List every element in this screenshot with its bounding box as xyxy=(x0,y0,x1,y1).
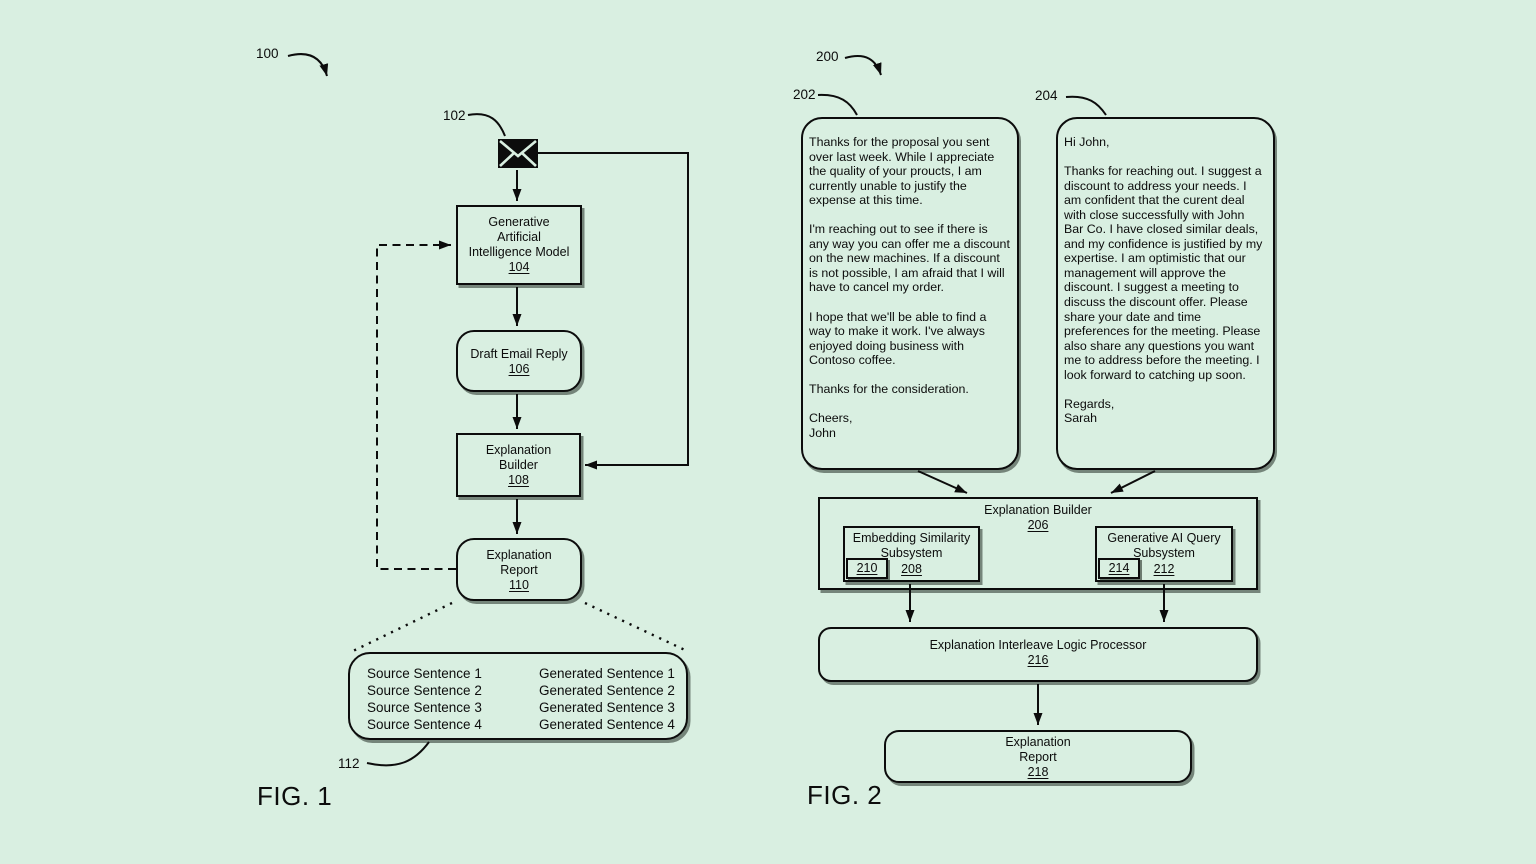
draft-email-reply-box: Draft Email Reply 106 xyxy=(456,330,582,392)
explanation-builder-ref-fig1: 108 xyxy=(508,473,529,487)
fig1-ref-leader-arrow xyxy=(287,53,329,77)
embedding-similarity-ref: 208 xyxy=(901,562,922,576)
fig2-ref-label: 200 xyxy=(816,49,839,64)
envelope-ref-leader xyxy=(467,113,506,137)
fig1-ref-label: 100 xyxy=(256,46,279,61)
source-sentence-line: Source Sentence 4 xyxy=(367,717,482,732)
explanation-builder-box-fig1: Explanation Builder 108 xyxy=(456,433,581,497)
dotted-callout-left xyxy=(352,601,453,653)
arrow-email-right-to-builder xyxy=(1110,470,1156,494)
generative-ai-model-title: Generative Artificial Intelligence Model xyxy=(468,215,570,259)
sentence-pairs-ref-label: 112 xyxy=(338,756,360,771)
email-right-ref-leader xyxy=(1065,95,1107,116)
generative-ai-model-ref: 104 xyxy=(508,260,530,274)
interleave-logic-processor-title: Explanation Interleave Logic Processor xyxy=(929,638,1147,652)
fig2-caption: FIG. 2 xyxy=(807,780,883,810)
source-sentence-line: Source Sentence 1 xyxy=(367,666,482,681)
explanation-report-title-fig1: Explanation Report xyxy=(486,548,552,577)
draft-email-reply-ref: 106 xyxy=(508,362,530,376)
dashed-arrow-report-to-model xyxy=(376,240,456,570)
dotted-callout-right xyxy=(584,601,688,653)
email-left-body: Thanks for the proposal you sent over la… xyxy=(801,117,1019,470)
draft-email-reply-title: Draft Email Reply xyxy=(470,347,568,361)
explanation-builder-title-fig2: Explanation Builder xyxy=(984,503,1092,517)
envelope-icon xyxy=(498,139,538,168)
sentence-box-ref-leader xyxy=(366,741,430,767)
fig2-ref-leader-arrow xyxy=(844,55,882,76)
genai-inner-ref: 214 xyxy=(1108,561,1130,575)
explanation-report-ref-fig1: 110 xyxy=(509,578,529,592)
arrow-envelope-to-builder-loop xyxy=(538,152,689,470)
generated-sentence-line: Generated Sentence 1 xyxy=(539,666,675,681)
embedding-similarity-title: Embedding Similarity Subsystem xyxy=(852,531,971,560)
email-left-ref-leader xyxy=(817,93,858,116)
sentence-pairs-box: Source Sentence 1 Source Sentence 2 Sour… xyxy=(348,652,688,740)
embedding-inner-ref: 210 xyxy=(856,561,878,575)
explanation-report-box-fig1: Explanation Report 110 xyxy=(456,538,582,601)
arrow-email-left-to-builder xyxy=(917,470,968,494)
generative-ai-query-ref: 212 xyxy=(1153,562,1175,576)
generated-sentences-column: Generated Sentence 1 Generated Sentence … xyxy=(539,665,675,733)
explanation-builder-ref-fig2: 206 xyxy=(1027,518,1049,532)
interleave-logic-processor-ref: 216 xyxy=(1027,653,1049,667)
interleave-logic-processor-box: Explanation Interleave Logic Processor 2… xyxy=(818,627,1258,682)
source-sentences-column: Source Sentence 1 Source Sentence 2 Sour… xyxy=(367,665,482,733)
generated-sentence-line: Generated Sentence 4 xyxy=(539,717,675,732)
email-right-body: Hi John, Thanks for reaching out. I sugg… xyxy=(1056,117,1275,470)
embedding-inner-ref-box: 210 xyxy=(846,558,888,579)
generative-ai-query-title: Generative AI Query Subsystem xyxy=(1107,531,1221,560)
explanation-builder-title-fig1: Explanation Builder xyxy=(485,443,552,472)
email-left-ref-label: 202 xyxy=(793,87,816,102)
generative-ai-query-subsystem-box: Generative AI Query Subsystem 212 214 xyxy=(1095,526,1233,582)
generated-sentence-line: Generated Sentence 3 xyxy=(539,700,675,715)
explanation-report-ref-fig2: 218 xyxy=(1027,765,1049,779)
email-right-ref-label: 204 xyxy=(1035,88,1058,103)
fig1-caption: FIG. 1 xyxy=(257,781,333,811)
genai-inner-ref-box: 214 xyxy=(1098,558,1140,579)
embedding-similarity-subsystem-box: Embedding Similarity Subsystem 208 210 xyxy=(843,526,980,582)
source-sentence-line: Source Sentence 3 xyxy=(367,700,482,715)
generative-ai-model-box: Generative Artificial Intelligence Model… xyxy=(456,205,582,285)
envelope-ref-label: 102 xyxy=(443,108,466,123)
generated-sentence-line: Generated Sentence 2 xyxy=(539,683,675,698)
explanation-report-box-fig2: Explanation Report 218 xyxy=(884,730,1192,783)
source-sentence-line: Source Sentence 2 xyxy=(367,683,482,698)
explanation-report-title-fig2: Explanation Report xyxy=(1005,735,1071,764)
